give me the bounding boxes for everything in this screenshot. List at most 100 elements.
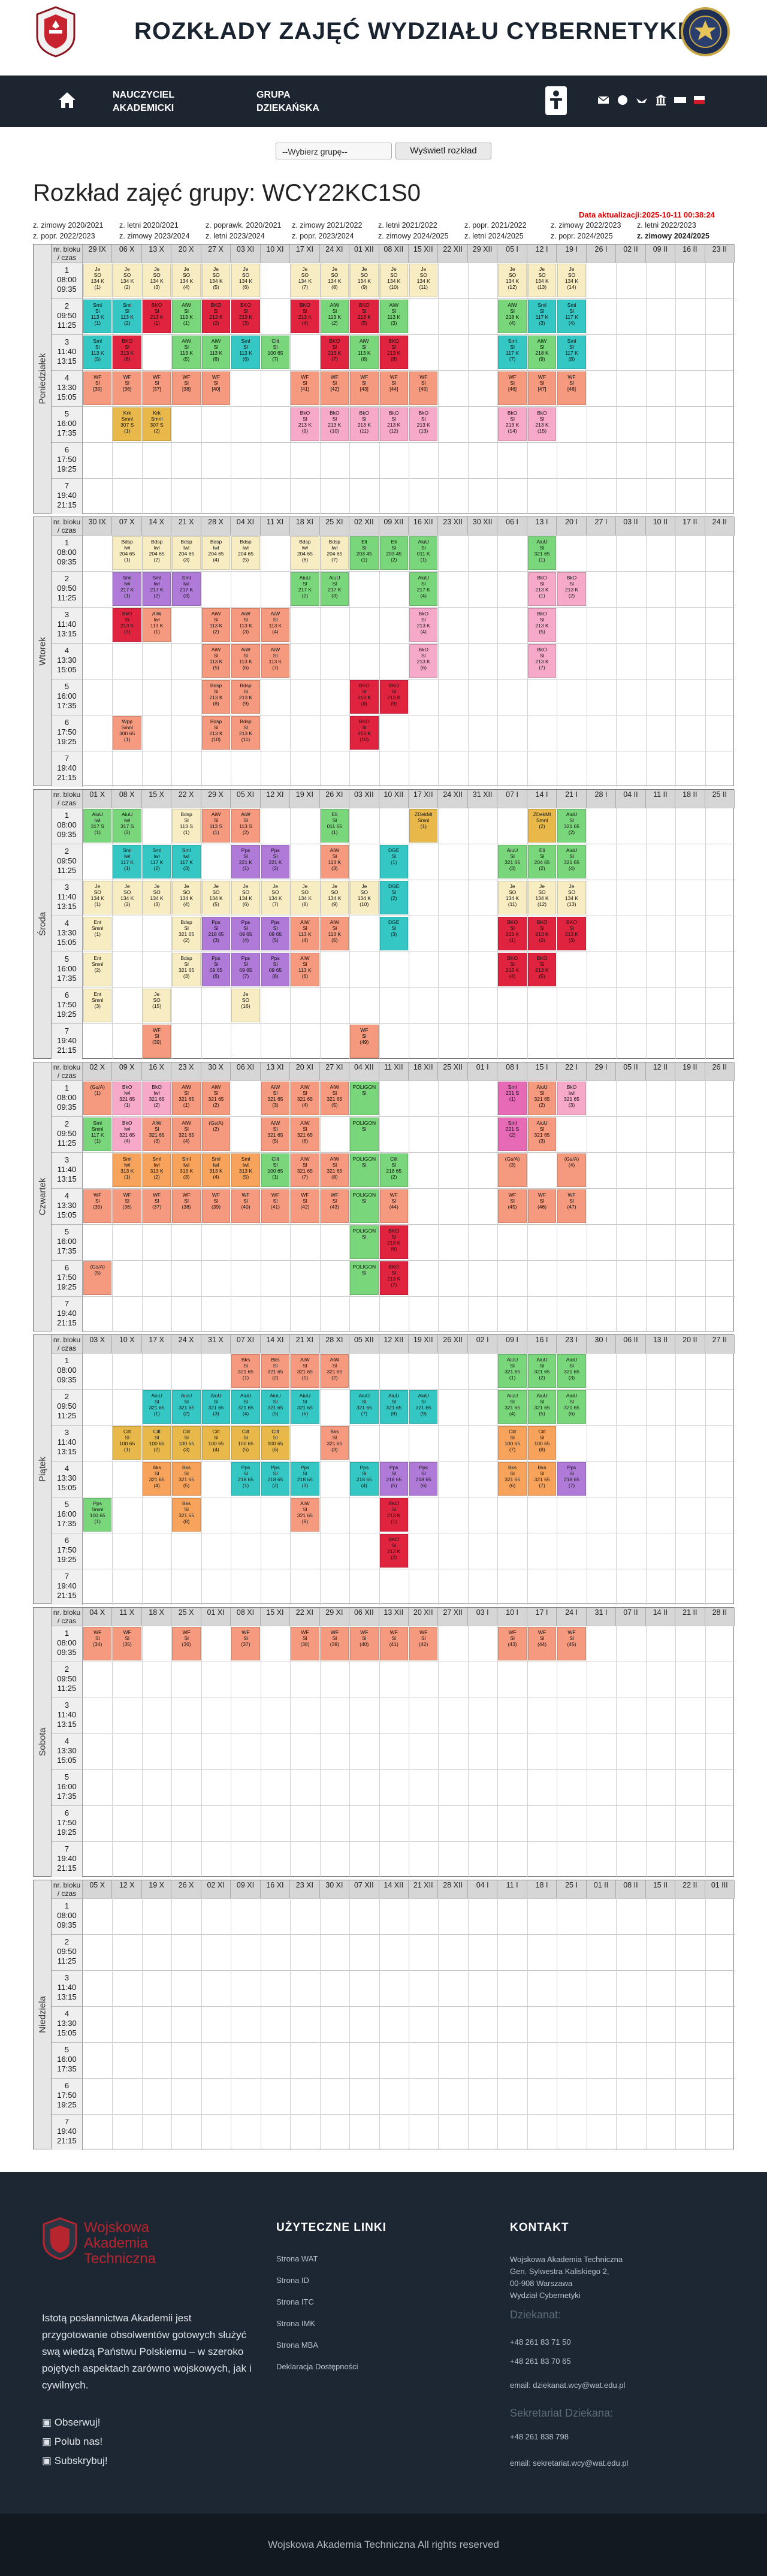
class-entry[interactable]: Wpp Smnl 300 65 (1): [113, 716, 141, 750]
class-entry[interactable]: BkO Sl 213 K (3): [113, 608, 141, 642]
class-entry[interactable]: Bks Sl 321 65 (2): [261, 1354, 290, 1388]
class-entry[interactable]: WF Sl [44]: [379, 372, 408, 405]
class-entry[interactable]: AiW Sl 321 65 (1): [291, 1354, 319, 1388]
class-entry[interactable]: Cilt Sl 100 65 (1): [261, 1153, 290, 1187]
class-entry[interactable]: Sml lwl 117 K (1): [113, 845, 141, 878]
semester-link[interactable]: z. zimowy 2020/2021: [33, 221, 104, 229]
class-entry[interactable]: WF Sl (38): [172, 1189, 201, 1223]
class-entry[interactable]: AiuU Sl 321 65 (6): [557, 1390, 586, 1424]
class-entry[interactable]: AiuU Sl 321 65 (1): [527, 536, 557, 570]
class-entry[interactable]: AiuU Sl 321 65 (3): [527, 1118, 557, 1151]
class-entry[interactable]: Sml lwl 313 K (2): [142, 1153, 171, 1187]
nav-groups-link[interactable]: GRUPA DZIEKAŃSKA: [256, 90, 319, 113]
class-entry[interactable]: Sml lwl 313 K (3): [172, 1153, 201, 1187]
class-entry[interactable]: BKO Sl 213 K (7): [320, 336, 349, 369]
class-entry[interactable]: BkO Sl 213 K (4): [409, 608, 438, 642]
class-entry[interactable]: AiuU Sl 321 65 (8): [379, 1390, 408, 1424]
class-entry[interactable]: AiW Sl 321 65 (2): [201, 1082, 231, 1115]
class-entry[interactable]: Pps Smnl 100 65 (1): [83, 1498, 112, 1532]
class-entry[interactable]: Cilt Sl 100 65 (7): [261, 336, 290, 369]
class-entry[interactable]: Eli Sl 011 65 (1): [320, 809, 349, 842]
class-entry[interactable]: DGE Sl (1): [379, 845, 408, 878]
semester-link[interactable]: z. zimowy 2021/2022: [292, 221, 363, 229]
class-entry[interactable]: AiuU Sl 321 65 (2): [527, 1354, 557, 1388]
class-entry[interactable]: WF Sl (43): [320, 1189, 349, 1223]
bip-icon[interactable]: [674, 93, 687, 107]
class-entry[interactable]: Sml lwl 313 K (1): [113, 1153, 141, 1187]
class-entry[interactable]: Eli Sl 203 45 (1): [350, 536, 379, 570]
class-entry[interactable]: Bks Sl 321 65 (3): [320, 1426, 349, 1460]
class-entry[interactable]: Krk Smnl 307 S (2): [142, 407, 171, 441]
class-entry[interactable]: AiW Sl 113 K (6): [201, 336, 231, 369]
class-entry[interactable]: WF Sl [46]: [498, 372, 527, 405]
class-entry[interactable]: WF Sl [41]: [291, 372, 319, 405]
class-entry[interactable]: AiW Sl 113 K (6): [231, 644, 260, 678]
class-entry[interactable]: AiW Sl 113 K (5): [201, 644, 231, 678]
class-entry[interactable]: AiW Sl 113 K (3): [231, 608, 260, 642]
class-entry[interactable]: Pps Sl 218 65 (5): [379, 1462, 408, 1496]
class-entry[interactable]: Pps Sl 221 K (1): [231, 845, 260, 878]
class-entry[interactable]: Bdsp lwl 204 65 (7): [320, 536, 349, 570]
class-entry[interactable]: AiW Sl 113 K (2): [201, 608, 231, 642]
class-entry[interactable]: Sml Sl 113 K (5): [83, 336, 112, 369]
semester-link[interactable]: z. letni 2023/2024: [206, 232, 265, 240]
class-entry[interactable]: Bdsp Sl 213 K (8): [201, 680, 231, 714]
class-entry[interactable]: Eli Sl 204 65 (2): [527, 845, 557, 878]
footer-secretary-phone[interactable]: +48 261 838 798: [510, 2432, 569, 2441]
class-entry[interactable]: AiuU lwl 317 S (1): [83, 809, 112, 842]
class-entry[interactable]: WF Sl (35): [113, 1627, 141, 1660]
class-entry[interactable]: WF Sl (41): [379, 1627, 408, 1660]
class-entry[interactable]: AiuU lwl 317 S (2): [113, 809, 141, 842]
class-entry[interactable]: AiuU Sl 321 65 (5): [261, 1390, 290, 1424]
class-entry[interactable]: Bdsp Sl 321 65 (3): [172, 953, 201, 986]
class-entry[interactable]: Bks Sl 321 65 (7): [527, 1462, 557, 1496]
class-entry[interactable]: Bks Sl 321 65 (8): [172, 1498, 201, 1532]
class-entry[interactable]: BkO Sl 213 K (5): [527, 608, 557, 642]
class-entry[interactable]: WF Sl [37]: [142, 372, 171, 405]
library-icon[interactable]: [654, 93, 668, 107]
class-entry[interactable]: Sml Smnl 117 K (1): [83, 1118, 112, 1151]
class-entry[interactable]: AiuU Sl 321 65 (1): [142, 1390, 171, 1424]
class-entry[interactable]: AiuU Sl 321 65 (4): [557, 845, 586, 878]
class-entry[interactable]: AiW Sl 321 65 (4): [172, 1118, 201, 1151]
class-entry[interactable]: AiW Sl 321 65 (7): [291, 1153, 319, 1187]
class-entry[interactable]: BKO Sl 213 K (6): [113, 336, 141, 369]
class-entry[interactable]: (Gs/A) (5): [83, 1261, 112, 1295]
semester-link[interactable]: z. zimowy 2023/2024: [119, 232, 190, 240]
class-entry[interactable]: BkO Sl 213 K (13): [409, 407, 438, 441]
class-entry[interactable]: BkO Sl 213 K (1): [527, 572, 557, 606]
class-entry[interactable]: Je SO 134 K (6): [231, 881, 260, 914]
footer-social-observe[interactable]: ▣ Obserwuj!: [42, 2417, 101, 2428]
class-entry[interactable]: Bdsp Sl 213 K (10): [201, 716, 231, 750]
class-entry[interactable]: WF Sl (39): [320, 1627, 349, 1660]
class-entry[interactable]: Je SO 134 K (13): [527, 264, 557, 297]
email-icon[interactable]: [597, 93, 610, 107]
class-entry[interactable]: Sml 221 S (2): [498, 1118, 527, 1151]
class-entry[interactable]: WF Sl (47): [557, 1189, 586, 1223]
class-entry[interactable]: AiuU Sl 321 65 (4): [498, 1390, 527, 1424]
class-entry[interactable]: Sml 221 S (1): [498, 1082, 527, 1115]
class-entry[interactable]: Pps Sl 09 65 (4): [231, 917, 260, 950]
class-entry[interactable]: POLIGON Sl: [350, 1082, 379, 1115]
class-entry[interactable]: BkO Sl 213 K (9): [291, 407, 319, 441]
class-entry[interactable]: Sml Sl 113 K (2): [113, 300, 141, 333]
class-entry[interactable]: DGE Sl (3): [379, 917, 408, 950]
footer-social-subscribe[interactable]: ▣ Subskrybuj!: [42, 2455, 108, 2466]
class-entry[interactable]: AiW Sl 321 65 (3): [261, 1082, 290, 1115]
class-entry[interactable]: AiuU Sl 321 65 (3): [557, 1354, 586, 1388]
semester-link[interactable]: z. popr. 2022/2023: [33, 232, 95, 240]
class-entry[interactable]: AiW Sl 113 K (5): [172, 336, 201, 369]
class-entry[interactable]: SmI Sl 113 K (6): [231, 336, 260, 369]
class-entry[interactable]: Pps Sl 218 65 (3): [201, 917, 231, 950]
class-entry[interactable]: Je SO 134 K (12): [527, 881, 557, 914]
class-entry[interactable]: AiuU Sl 217 K (4): [409, 572, 438, 606]
class-entry[interactable]: Sml Sl 117 K (7): [498, 336, 527, 369]
class-entry[interactable]: AiW Sl 113 K (2): [320, 300, 349, 333]
class-entry[interactable]: Je SO 134 K (3): [142, 881, 171, 914]
language-icon[interactable]: [693, 93, 706, 107]
footer-link[interactable]: Strona WAT: [276, 2254, 318, 2263]
class-entry[interactable]: Je SO 134 K (4): [172, 264, 201, 297]
class-entry[interactable]: AiW Sl 321 65 (5): [320, 1082, 349, 1115]
class-entry[interactable]: Pps Sl 218 65 (4): [350, 1462, 379, 1496]
class-entry[interactable]: BKO Sl 213 K (2): [527, 917, 557, 950]
